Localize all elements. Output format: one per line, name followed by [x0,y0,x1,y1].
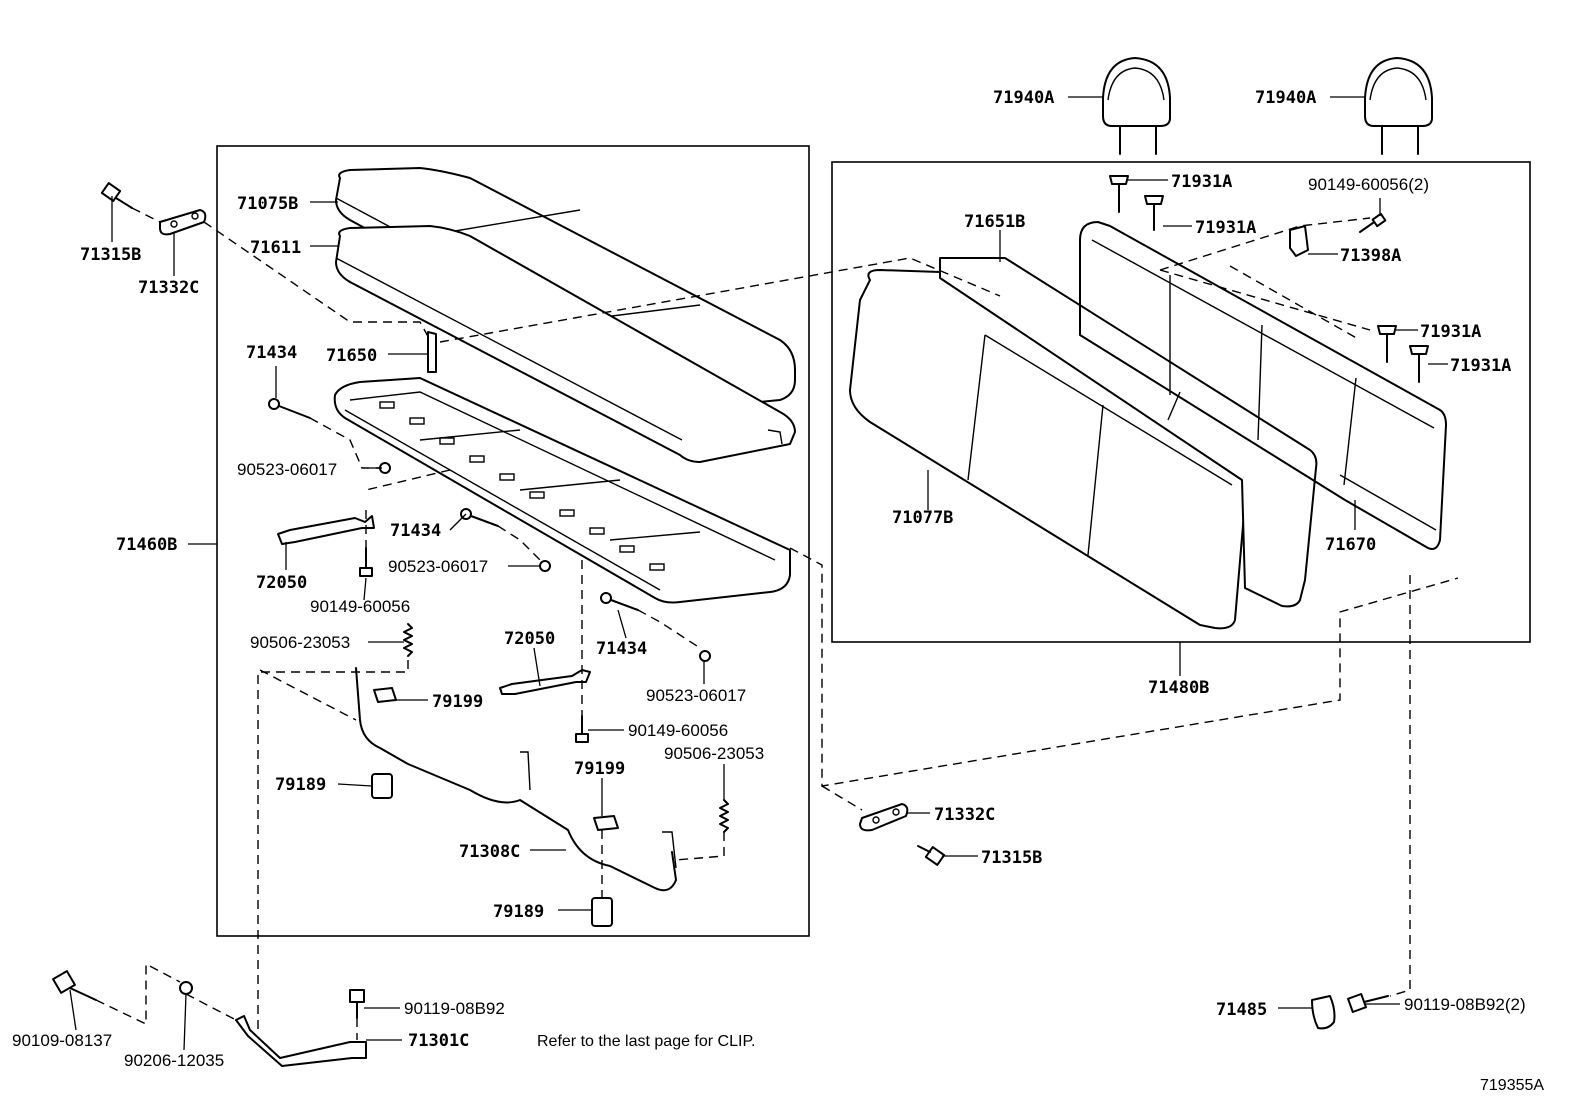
plate-71332c-mid[interactable] [859,803,909,832]
bolt-71931a-1[interactable] [1109,175,1129,213]
bolt-71315b-top[interactable] [100,182,133,209]
clip-71485[interactable] [1311,995,1336,1030]
label-71332c-top: 71332C [138,278,199,298]
headrest-right-71940a[interactable] [1364,57,1433,155]
label-71434-3: 71434 [596,639,647,659]
label-90149-60056-a: 90149-60056 [310,597,410,616]
label-90523-06017-3: 90523-06017 [646,686,746,705]
seatback-pad-71077b[interactable] [849,269,1248,630]
label-71308c: 71308C [459,842,520,862]
cushion-frame-71460b[interactable] [333,377,791,604]
screw-90149-60056-b[interactable] [575,715,589,743]
label-90506-23053-a: 90506-23053 [250,633,350,652]
headrest-left-71940a[interactable] [1102,57,1171,155]
label-79189-1: 79189 [275,775,326,795]
label-90523-06017-1: 90523-06017 [237,460,337,479]
bracket-71650[interactable] [427,331,437,373]
bracket-72050-2[interactable] [499,669,591,695]
bracket-72050-1[interactable] [277,515,375,545]
assembly-dash-lines [95,207,1459,1040]
spring-90506-23053-a[interactable] [403,623,413,657]
label-71940a-right: 71940A [1255,88,1316,108]
cushion-group-frame [216,145,810,937]
bolt-90109-08137[interactable] [52,970,97,1001]
bolt-71931a-3[interactable] [1377,325,1397,363]
label-71315b-top: 71315B [80,245,141,265]
clip-90523-06017-2[interactable] [539,560,551,572]
rod-71308c[interactable] [355,667,677,892]
label-72050-1: 72050 [256,573,307,593]
seatback-group-frame [831,161,1531,643]
leader-lines [69,96,1448,1051]
bolt-71931a-2[interactable] [1144,195,1164,231]
clip-reference-note: Refer to the last page for CLIP. [537,1033,756,1050]
label-79189-2: 79189 [493,902,544,922]
label-90149-60056-2: 90149-60056(2) [1308,175,1429,194]
label-90523-06017-2: 90523-06017 [388,557,488,576]
label-90119-08b92-2: 90119-08B92(2) [1404,995,1526,1014]
label-71460b: 71460B [116,535,177,555]
label-71075b: 71075B [237,194,298,214]
label-71077b: 71077B [892,508,953,528]
label-72050-2: 72050 [504,629,555,649]
label-90119-08b92: 90119-08B92 [404,999,505,1018]
label-71485: 71485 [1216,1000,1267,1020]
label-71650: 71650 [326,346,377,366]
bushing-79189-1[interactable] [371,773,393,799]
label-71670: 71670 [1325,535,1376,555]
label-90149-60056-b: 90149-60056 [628,721,728,740]
label-71931a-4: 71931A [1450,356,1511,376]
cover-79199-2[interactable] [593,815,619,831]
label-71931a-2: 71931A [1195,218,1256,238]
clip-90523-06017-3[interactable] [699,650,711,662]
bushing-79189-2[interactable] [591,897,613,927]
bracket-71398a[interactable] [1289,225,1309,257]
label-79199-2: 79199 [574,759,625,779]
label-71940a-left: 71940A [993,88,1054,108]
washer-90206-12035[interactable] [179,981,193,995]
bolt-71434-2[interactable] [460,508,499,527]
label-90109-08137: 90109-08137 [12,1031,112,1050]
screw-90149-60056-a[interactable] [359,547,373,577]
label-71315b-mid: 71315B [981,848,1042,868]
label-71301c: 71301C [408,1031,469,1051]
bolt-71315b-mid[interactable] [917,845,946,866]
label-71434-2: 71434 [390,521,441,541]
cushion-cover-71611[interactable] [335,225,796,463]
label-71332c-mid: 71332C [934,805,995,825]
bolt-90119-08b92-2[interactable] [1347,993,1389,1013]
label-71931a-3: 71931A [1420,322,1481,342]
label-71480b: 71480B [1148,678,1209,698]
seatback-frame-71670[interactable] [1079,221,1447,550]
label-90506-23053-b: 90506-23053 [664,744,764,763]
bolt-90149-60056-2[interactable] [1359,212,1387,233]
bolt-71931a-4[interactable] [1409,345,1429,383]
label-71611: 71611 [250,238,301,258]
label-79199-1: 79199 [432,692,483,712]
rod-71301c[interactable] [235,1015,367,1067]
bolt-71434-3[interactable] [600,592,639,611]
label-71434-1: 71434 [246,343,297,363]
illustration-code: 719355A [1480,1077,1544,1094]
label-90206-12035: 90206-12035 [124,1051,224,1070]
label-71931a-1: 71931A [1171,172,1232,192]
label-71398a: 71398A [1340,246,1401,266]
plate-71332c-top[interactable] [159,209,207,236]
label-71651b: 71651B [964,212,1025,232]
spring-90506-23053-b[interactable] [719,799,729,833]
bolt-71434-1[interactable] [268,398,311,419]
bolt-90119-08b92[interactable] [349,989,365,1019]
